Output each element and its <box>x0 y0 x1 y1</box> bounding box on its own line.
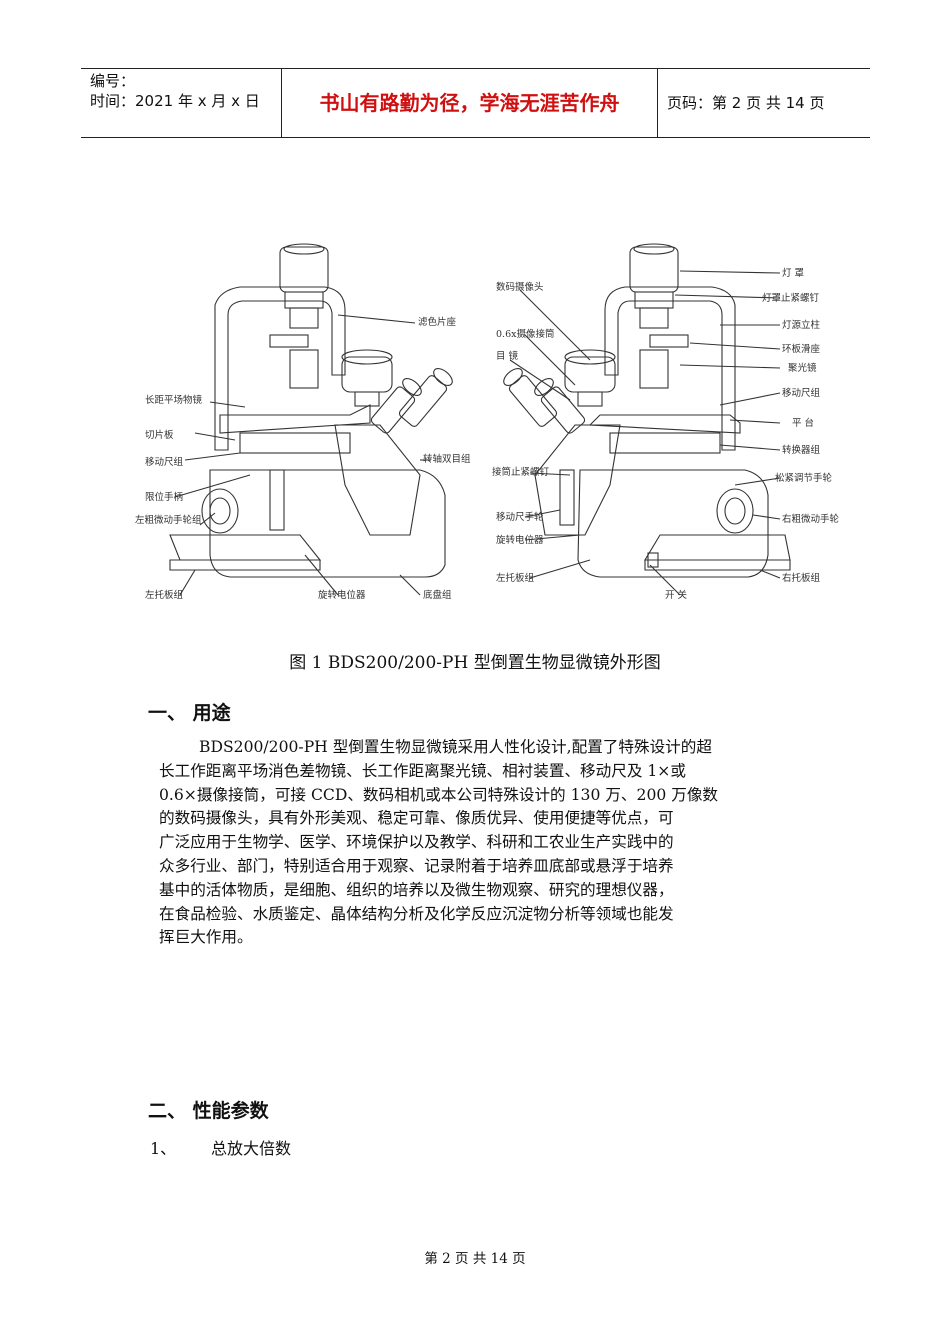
number-label: 编号： <box>90 72 136 90</box>
subsection-title: 总放大倍数 <box>211 1139 292 1158</box>
label-lamp-pillar: 灯源立柱 <box>782 319 821 331</box>
para-line: 长工作距离平场消色差物镜、长工作距离聚光镜、相衬装置、移动尺及 1×或 <box>159 761 686 780</box>
header-cell-page: 页码：第 2 页 共 14 页 <box>659 69 870 137</box>
label-moving-ruler: 移动尺组 <box>145 456 184 468</box>
label-limit-handle: 限位手柄 <box>145 491 183 503</box>
para-line: 众多行业、部门，特别适合用于观察、记录附着于培养皿底部或悬浮于培养 <box>159 856 674 875</box>
label-tension-knob: 松紧调节手轮 <box>775 472 833 484</box>
section2-heading: 二、 性能参数 <box>148 1100 269 1122</box>
para-line: 广泛应用于生物学、医学、环境保护以及教学、科研和工农业生产实践中的 <box>159 833 674 852</box>
para-line: BDS200/200-PH 型倒置生物显微镜采用人性化设计,配置了特殊设计的超 <box>199 738 712 756</box>
page-footer: 第 2 页 共 14 页 <box>424 1251 526 1267</box>
motto-text: 书山有路勤为径，学海无涯苦作舟 <box>319 91 620 115</box>
label-potentiometer: 旋转电位器 <box>318 589 366 601</box>
label-ruler-knob: 移动尺手轮 <box>496 511 544 523</box>
label-right-potentiometer: 旋转电位器 <box>496 534 544 546</box>
microscope-drawing: 滤色片座 长距平场物镜 切片板 移动尺组 限位手柄 左粗微动手轮组 转轴双目组 … <box>135 243 840 601</box>
label-eyepiece: 目 镜 <box>496 350 519 362</box>
label-right-focus: 右粗微动手轮 <box>782 513 840 525</box>
para-line: 0.6×摄像接筒，可接 CCD、数码相机或本公司特殊设计的 130 万、200 … <box>159 785 719 804</box>
label-lamp-cover: 灯 罩 <box>782 268 804 279</box>
label-slide-plate: 切片板 <box>145 429 174 441</box>
page-info: 页码：第 2 页 共 14 页 <box>667 94 825 112</box>
label-right-left-plate: 左托板组 <box>496 572 535 584</box>
subsection-number: 1、 <box>150 1139 177 1158</box>
label-lamp-screw: 灯罩止紧螺钉 <box>762 292 820 304</box>
label-objective: 长距平场物镜 <box>145 394 203 406</box>
label-left-plate: 左托板组 <box>145 589 184 601</box>
section1-heading: 一、 用途 <box>148 702 231 724</box>
label-converter: 转换器组 <box>782 444 821 456</box>
header-table: 编号： 时间：2021 年 x 月 x 日 书山有路勤为径，学海无涯苦作舟 页码… <box>81 68 870 138</box>
label-ring-slide: 环板滑座 <box>782 343 821 355</box>
para-line: 在食品检验、水质鉴定、晶体结构分析及化学反应沉淀物分析等领域也能发 <box>159 904 674 923</box>
header-cell-info: 编号： 时间：2021 年 x 月 x 日 <box>81 69 282 137</box>
label-digital-camera: 数码摄像头 <box>496 281 544 293</box>
label-filter-holder: 滤色片座 <box>418 316 457 328</box>
label-adapter-screw: 接筒止紧螺钉 <box>492 466 550 478</box>
label-left-focus: 左粗微动手轮组 <box>135 514 202 526</box>
label-platform: 平 台 <box>792 417 814 429</box>
label-binocular: 转轴双目组 <box>423 453 471 465</box>
time-label: 时间：2021 年 x 月 x 日 <box>90 92 260 110</box>
right-microscope-drawing <box>503 243 791 596</box>
label-right-plate: 右托板组 <box>782 572 821 584</box>
section1-paragraph: BDS200/200-PH 型倒置生物显微镜采用人性化设计,配置了特殊设计的超 … <box>159 736 809 950</box>
header-cell-motto: 书山有路勤为径，学海无涯苦作舟 <box>282 69 658 137</box>
figure-caption: 图 1 BDS200/200-PH 型倒置生物显微镜外形图 <box>289 653 661 673</box>
para-line: 基中的活体物质，是细胞、组织的培养以及微生物观察、研究的理想仪器， <box>159 880 674 899</box>
para-line: 的数码摄像头，具有外形美观、稳定可靠、像质优异、使用便捷等优点，可 <box>159 809 674 828</box>
microscope-figure: 滤色片座 长距平场物镜 切片板 移动尺组 限位手柄 左粗微动手轮组 转轴双目组 … <box>120 235 840 615</box>
label-switch: 开 关 <box>665 589 688 601</box>
para-line: 挥巨大作用。 <box>159 928 253 947</box>
left-microscope-drawing <box>169 243 453 596</box>
label-camera-adapter: 0.6x摄像接筒 <box>496 328 554 340</box>
label-right-moving-ruler: 移动尺组 <box>782 387 821 399</box>
label-base: 底盘组 <box>423 589 452 601</box>
label-condenser: 聚光镜 <box>788 362 817 374</box>
